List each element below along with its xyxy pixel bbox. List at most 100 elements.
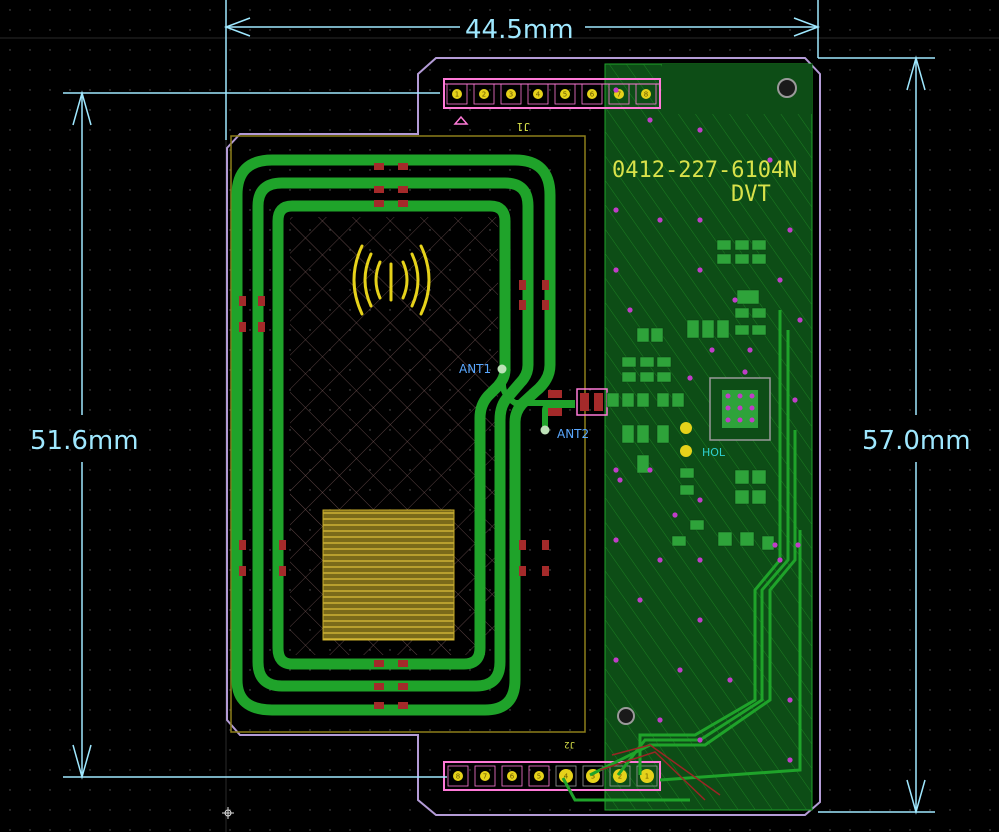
board-outline[interactable] — [226, 57, 821, 816]
connector-pin[interactable]: 6 — [581, 83, 603, 105]
ant2-label: ANT2 — [557, 427, 589, 441]
via — [777, 277, 783, 283]
via — [795, 542, 801, 548]
via — [697, 217, 703, 223]
connector-pin[interactable]: 2 — [473, 83, 495, 105]
via — [787, 227, 793, 233]
via — [617, 477, 623, 483]
via — [647, 467, 653, 473]
connector-pin[interactable]: 4 — [527, 83, 549, 105]
pin-number: 5 — [537, 773, 541, 781]
connector-pin[interactable]: 5 — [528, 765, 550, 787]
via — [672, 512, 678, 518]
via — [613, 87, 619, 93]
dimension-right-height-label: 57.0mm — [862, 426, 971, 456]
part-number: 0412-227-6104N — [612, 158, 797, 183]
via — [613, 207, 619, 213]
connector-ref-j2: J2 — [564, 739, 575, 749]
via — [747, 347, 753, 353]
connector-pin[interactable]: 8 — [447, 765, 469, 787]
connector-pin[interactable]: 5 — [554, 83, 576, 105]
via — [613, 467, 619, 473]
pin1-marker — [453, 115, 469, 125]
vias — [613, 87, 803, 763]
via — [697, 617, 703, 623]
test-point[interactable] — [680, 445, 692, 457]
via — [657, 717, 663, 723]
via — [697, 497, 703, 503]
via — [732, 297, 738, 303]
via — [613, 267, 619, 273]
via — [613, 657, 619, 663]
dimension-top-width[interactable] — [223, 0, 821, 140]
ant1-label: ANT1 — [459, 362, 491, 376]
via — [677, 667, 683, 673]
via — [697, 267, 703, 273]
pin-number: 2 — [618, 773, 622, 781]
pin-number: 5 — [563, 91, 567, 99]
via — [647, 117, 653, 123]
connector-pin[interactable]: 1 — [446, 83, 468, 105]
connector-pin[interactable]: 3 — [500, 83, 522, 105]
connector-pin[interactable]: 1 — [636, 765, 658, 787]
via — [697, 557, 703, 563]
revision-label: DVT — [731, 182, 771, 207]
secure-element-pad[interactable] — [322, 509, 455, 641]
test-point[interactable] — [680, 422, 692, 434]
pin-number: 8 — [456, 773, 460, 781]
connector-pin[interactable]: 7 — [474, 765, 496, 787]
components-cluster[interactable] — [606, 239, 775, 551]
bottom-connector-j2[interactable]: J2 — [443, 739, 661, 791]
pin-number: 7 — [483, 773, 487, 781]
mounting-hole[interactable] — [777, 78, 797, 98]
pin-number: 1 — [645, 773, 649, 781]
via — [657, 217, 663, 223]
connector-pin[interactable]: 6 — [501, 765, 523, 787]
via — [772, 542, 778, 548]
pin-number: 4 — [536, 91, 541, 99]
pin-number: 6 — [510, 773, 515, 781]
bottom-connector-pins: 8 7 6 5 4 3 2 1 — [447, 765, 658, 787]
coil-components[interactable] — [239, 163, 562, 709]
pin-number: 4 — [564, 773, 569, 781]
nfc-wave-icon — [352, 244, 431, 316]
via — [697, 127, 703, 133]
pin-number: 8 — [644, 91, 648, 99]
antenna-coil-feed[interactable] — [500, 370, 575, 430]
pin-number: 1 — [455, 91, 459, 99]
via — [627, 307, 633, 313]
via — [727, 677, 733, 683]
via — [657, 557, 663, 563]
pin-number: 3 — [509, 91, 513, 99]
mounting-hole[interactable] — [617, 707, 635, 725]
via — [797, 317, 803, 323]
connector-pin[interactable]: 8 — [635, 83, 657, 105]
antenna-coil[interactable] — [231, 154, 556, 716]
signal-traces[interactable] — [561, 310, 802, 802]
dimension-left-height[interactable] — [63, 90, 447, 780]
via — [697, 737, 703, 743]
dimension-right-height[interactable] — [818, 55, 935, 815]
top-connector-pins: 1 2 3 4 5 6 7 8 — [446, 83, 657, 105]
crosshair-cursor-icon — [222, 807, 234, 819]
via — [777, 557, 783, 563]
pin-number: 2 — [482, 91, 486, 99]
pin-number: 7 — [617, 91, 621, 99]
pin-number: 3 — [591, 773, 595, 781]
via — [742, 369, 748, 375]
pin-number: 6 — [590, 91, 595, 99]
ant1-test-point[interactable] — [497, 364, 507, 374]
ant2-test-point[interactable] — [540, 425, 550, 435]
via — [687, 375, 693, 381]
via — [709, 347, 715, 353]
via — [613, 537, 619, 543]
connector-pin[interactable]: 2 — [609, 765, 631, 787]
via — [792, 397, 798, 403]
via — [787, 757, 793, 763]
via — [637, 597, 643, 603]
connector-ref-j1: J1 — [517, 120, 530, 133]
dimension-left-height-label: 51.6mm — [30, 426, 139, 456]
red-traces — [599, 744, 721, 801]
nfc-controller-ic[interactable] — [709, 377, 771, 441]
